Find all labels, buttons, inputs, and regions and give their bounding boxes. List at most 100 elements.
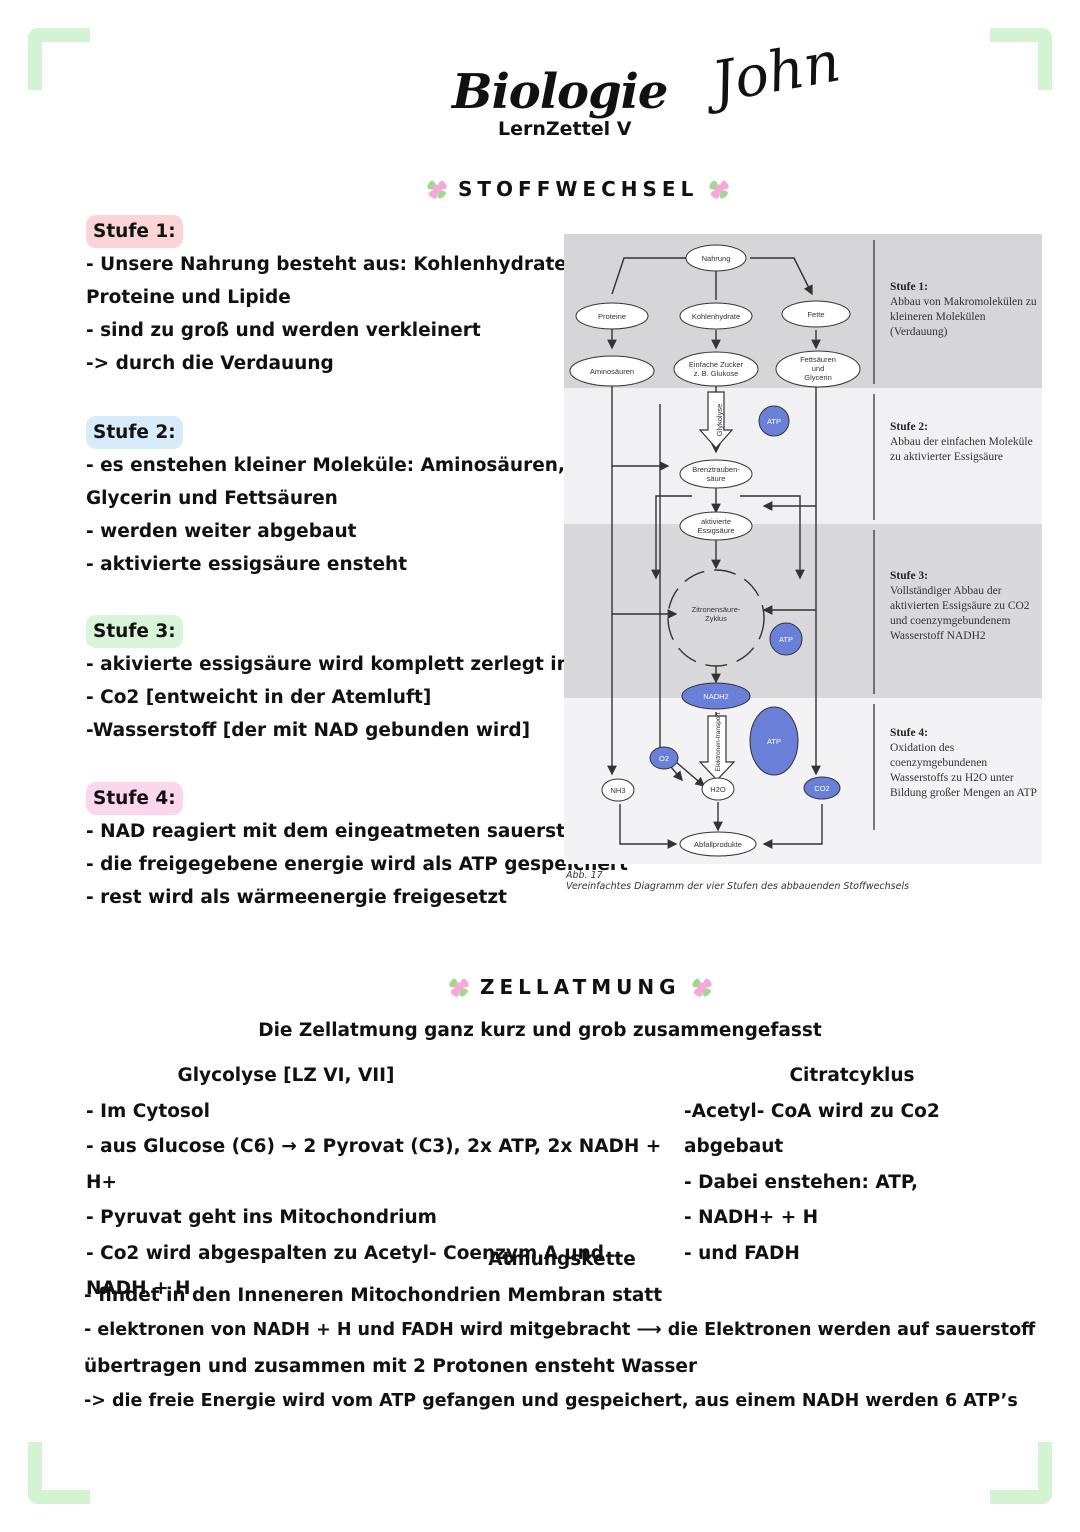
- legend-text: Abbau von Makromolekülen zu kleineren Mo…: [890, 296, 1037, 338]
- stage-4: Stufe 4: - NAD reagiert mit dem eingeatm…: [86, 782, 628, 914]
- caption-text: Vereinfachtes Diagramm der vier Stufen d…: [566, 881, 910, 892]
- node-fettsaeuren: Fettsäuren: [800, 355, 836, 364]
- node-co2: CO2: [814, 784, 829, 793]
- atmungskette-title: Atmungskette: [488, 1249, 636, 1270]
- legend-stage-1: Stufe 1: Abbau von Makromolekülen zu kle…: [890, 280, 1040, 340]
- node-zucker: Einfache Zucker: [689, 360, 744, 369]
- corner-decoration: [28, 1442, 90, 1504]
- stage-1: Stufe 1: - Unsere Nahrung besteht aus: K…: [86, 215, 587, 380]
- stage-label: Stufe 2:: [86, 416, 183, 449]
- section-heading-zellatmung: ZELLATMUNG: [446, 974, 715, 1000]
- atmungskette-line: - elektronen von NADH + H und FADH wird …: [84, 1320, 1036, 1340]
- legend-text: Oxidation des coenzymgebundenen Wasserst…: [890, 742, 1037, 799]
- stage-label: Stufe 1:: [86, 215, 183, 248]
- flower-icon: [689, 974, 715, 1000]
- node-fette: Fette: [807, 310, 824, 319]
- stage-band: [564, 698, 1042, 864]
- glycolyse-line: - Pyruvat geht ins Mitochondrium: [86, 1207, 437, 1228]
- legend-text: Vollständiger Abbau der aktivierten Essi…: [890, 585, 1030, 642]
- stage-line: - akivierte essigsäure wird komplett zer…: [86, 654, 578, 675]
- node-nahrung: Nahrung: [702, 254, 731, 263]
- section-title: ZELLATMUNG: [480, 975, 681, 999]
- citratcyklus-line: - und FADH: [684, 1242, 800, 1264]
- stage-label: Stufe 3:: [86, 615, 183, 648]
- flower-icon: [446, 974, 472, 1000]
- caption-number: Abb. 17: [566, 870, 603, 881]
- stage-band: [564, 388, 1042, 524]
- node-fettsaeuren: Glycerin: [804, 373, 832, 382]
- diagram-svg: Nahrung Proteine Kohlenhydrate Fette Ami…: [569, 240, 875, 857]
- flower-icon: [706, 176, 732, 202]
- legend-title: Stufe 3:: [890, 570, 929, 582]
- glycolyse-line: - Im Cytosol: [86, 1100, 210, 1122]
- stage-line: Proteine und Lipide: [86, 287, 291, 308]
- node-zucker: z. B. Glukose: [694, 369, 739, 378]
- node-atp: ATP: [767, 737, 781, 746]
- citratcyklus-block: Citratcyklus -Acetyl- CoA wird zu Co2 ab…: [684, 1058, 1024, 1271]
- node-atp: ATP: [767, 417, 781, 426]
- node-zitronensaeurezyklus: Zitronensäure-: [692, 605, 741, 614]
- node-atp: ATP: [779, 635, 793, 644]
- stage-line: - aktivierte essigsäure ensteht: [86, 554, 408, 575]
- corner-decoration: [990, 28, 1052, 90]
- stage-line: - werden weiter abgebaut: [86, 521, 357, 542]
- citratcyklus-line: - Dabei enstehen: ATP,: [684, 1171, 919, 1193]
- node-abfallprodukte: Abfallprodukte: [694, 840, 742, 849]
- legend-stage-3: Stufe 3: Vollständiger Abbau der aktivie…: [890, 569, 1040, 644]
- page-title: Biologie: [452, 64, 668, 120]
- atmungskette-line: -> die freie Energie wird vom ATP gefang…: [84, 1391, 1018, 1411]
- legend-stage-2: Stufe 2: Abbau der einfachen Moleküle zu…: [890, 420, 1040, 465]
- label-glykolyse: Glykolyse: [715, 404, 724, 437]
- flower-icon: [424, 176, 450, 202]
- node-brenztraubensaeure: Brenztrauben-: [692, 465, 740, 474]
- stage-line: - Co2 [entweicht in der Atemluft]: [86, 687, 432, 708]
- node-proteine: Proteine: [598, 312, 626, 321]
- legend-title: Stufe 2:: [890, 421, 929, 433]
- stage-line: -Wasserstoff [der mit NAD gebunden wird]: [86, 720, 531, 741]
- metabolism-diagram: Nahrung Proteine Kohlenhydrate Fette Ami…: [564, 234, 1042, 894]
- glycolyse-block: Glycolyse [LZ VI, VII] - Im Cytosol - au…: [86, 1058, 666, 1307]
- node-nh3: NH3: [610, 786, 625, 795]
- legend-title: Stufe 1:: [890, 281, 929, 293]
- legend-text: Abbau der einfachen Moleküle zu aktivier…: [890, 436, 1033, 463]
- stage-line: -> durch die Verdauung: [86, 353, 334, 374]
- stage-line: - sind zu groß und werden verkleinert: [86, 320, 481, 341]
- node-o2: O2: [659, 754, 669, 763]
- citratcyklus-title: Citratcyklus: [789, 1065, 915, 1086]
- corner-decoration: [990, 1442, 1052, 1504]
- node-fettsaeuren: und: [812, 364, 825, 373]
- node-aktivierte-essigsaeure: Essigsäure: [697, 526, 734, 535]
- citratcyklus-line: - NADH+ + H: [684, 1207, 819, 1228]
- node-nadh2: NADH2: [703, 692, 728, 701]
- node-aminosaeuren: Aminosäuren: [590, 367, 634, 376]
- node-aktivierte-essigsaeure: aktivierte: [701, 517, 731, 526]
- section-heading-stoffwechsel: STOFFWECHSEL: [424, 176, 732, 202]
- stage-line: - es enstehen kleiner Moleküle: Aminosäu…: [86, 455, 565, 476]
- stage-line: - Unsere Nahrung besteht aus: Kohlenhydr…: [86, 254, 588, 275]
- legend-stage-4: Stufe 4: Oxidation des coenzymgebundenen…: [890, 726, 1040, 801]
- atmungskette-block: Atmungskette - findet in den Inneneren M…: [84, 1242, 1044, 1420]
- stage-2: Stufe 2: - es enstehen kleiner Moleküle:…: [86, 416, 565, 581]
- stage-line: - NAD reagiert mit dem eingeatmeten saue…: [86, 821, 593, 842]
- zellatmung-intro: Die Zellatmung ganz kurz und grob zusamm…: [258, 1020, 822, 1041]
- stage-band: [564, 524, 1042, 698]
- legend-title: Stufe 4:: [890, 727, 929, 739]
- stage-line: - rest wird als wärmeenergie freigesetzt: [86, 887, 507, 908]
- figure-caption: Abb. 17 Vereinfachtes Diagramm der vier …: [566, 870, 909, 892]
- glycolyse-title: Glycolyse [LZ VI, VII]: [177, 1065, 395, 1086]
- atmungskette-line: übertragen und zusammen mit 2 Protonen e…: [84, 1355, 698, 1377]
- glycolyse-line: - Co2 wird abgespalten zu Acetyl- Coenzy…: [86, 1242, 605, 1300]
- stage-3: Stufe 3: - akivierte essigsäure wird kom…: [86, 615, 577, 747]
- stage-line: - die freigegebene energie wird als ATP …: [86, 854, 628, 875]
- corner-decoration: [28, 28, 90, 90]
- node-zitronensaeurezyklus: Zyklus: [705, 614, 727, 623]
- glycolyse-line: - aus Glucose (C6) → 2 Pyrovat (C3), 2x …: [86, 1136, 662, 1193]
- signature: John: [707, 29, 845, 116]
- stage-label: Stufe 4:: [86, 782, 183, 815]
- node-kohlenhydrate: Kohlenhydrate: [692, 312, 740, 321]
- section-title: STOFFWECHSEL: [458, 177, 699, 201]
- node-brenztraubensaeure: säure: [707, 474, 726, 483]
- node-h2o: H2O: [710, 785, 726, 794]
- atmungskette-line: - findet in den Inneneren Mitochondrien …: [84, 1284, 663, 1306]
- stage-line: Glycerin und Fettsäuren: [86, 488, 338, 509]
